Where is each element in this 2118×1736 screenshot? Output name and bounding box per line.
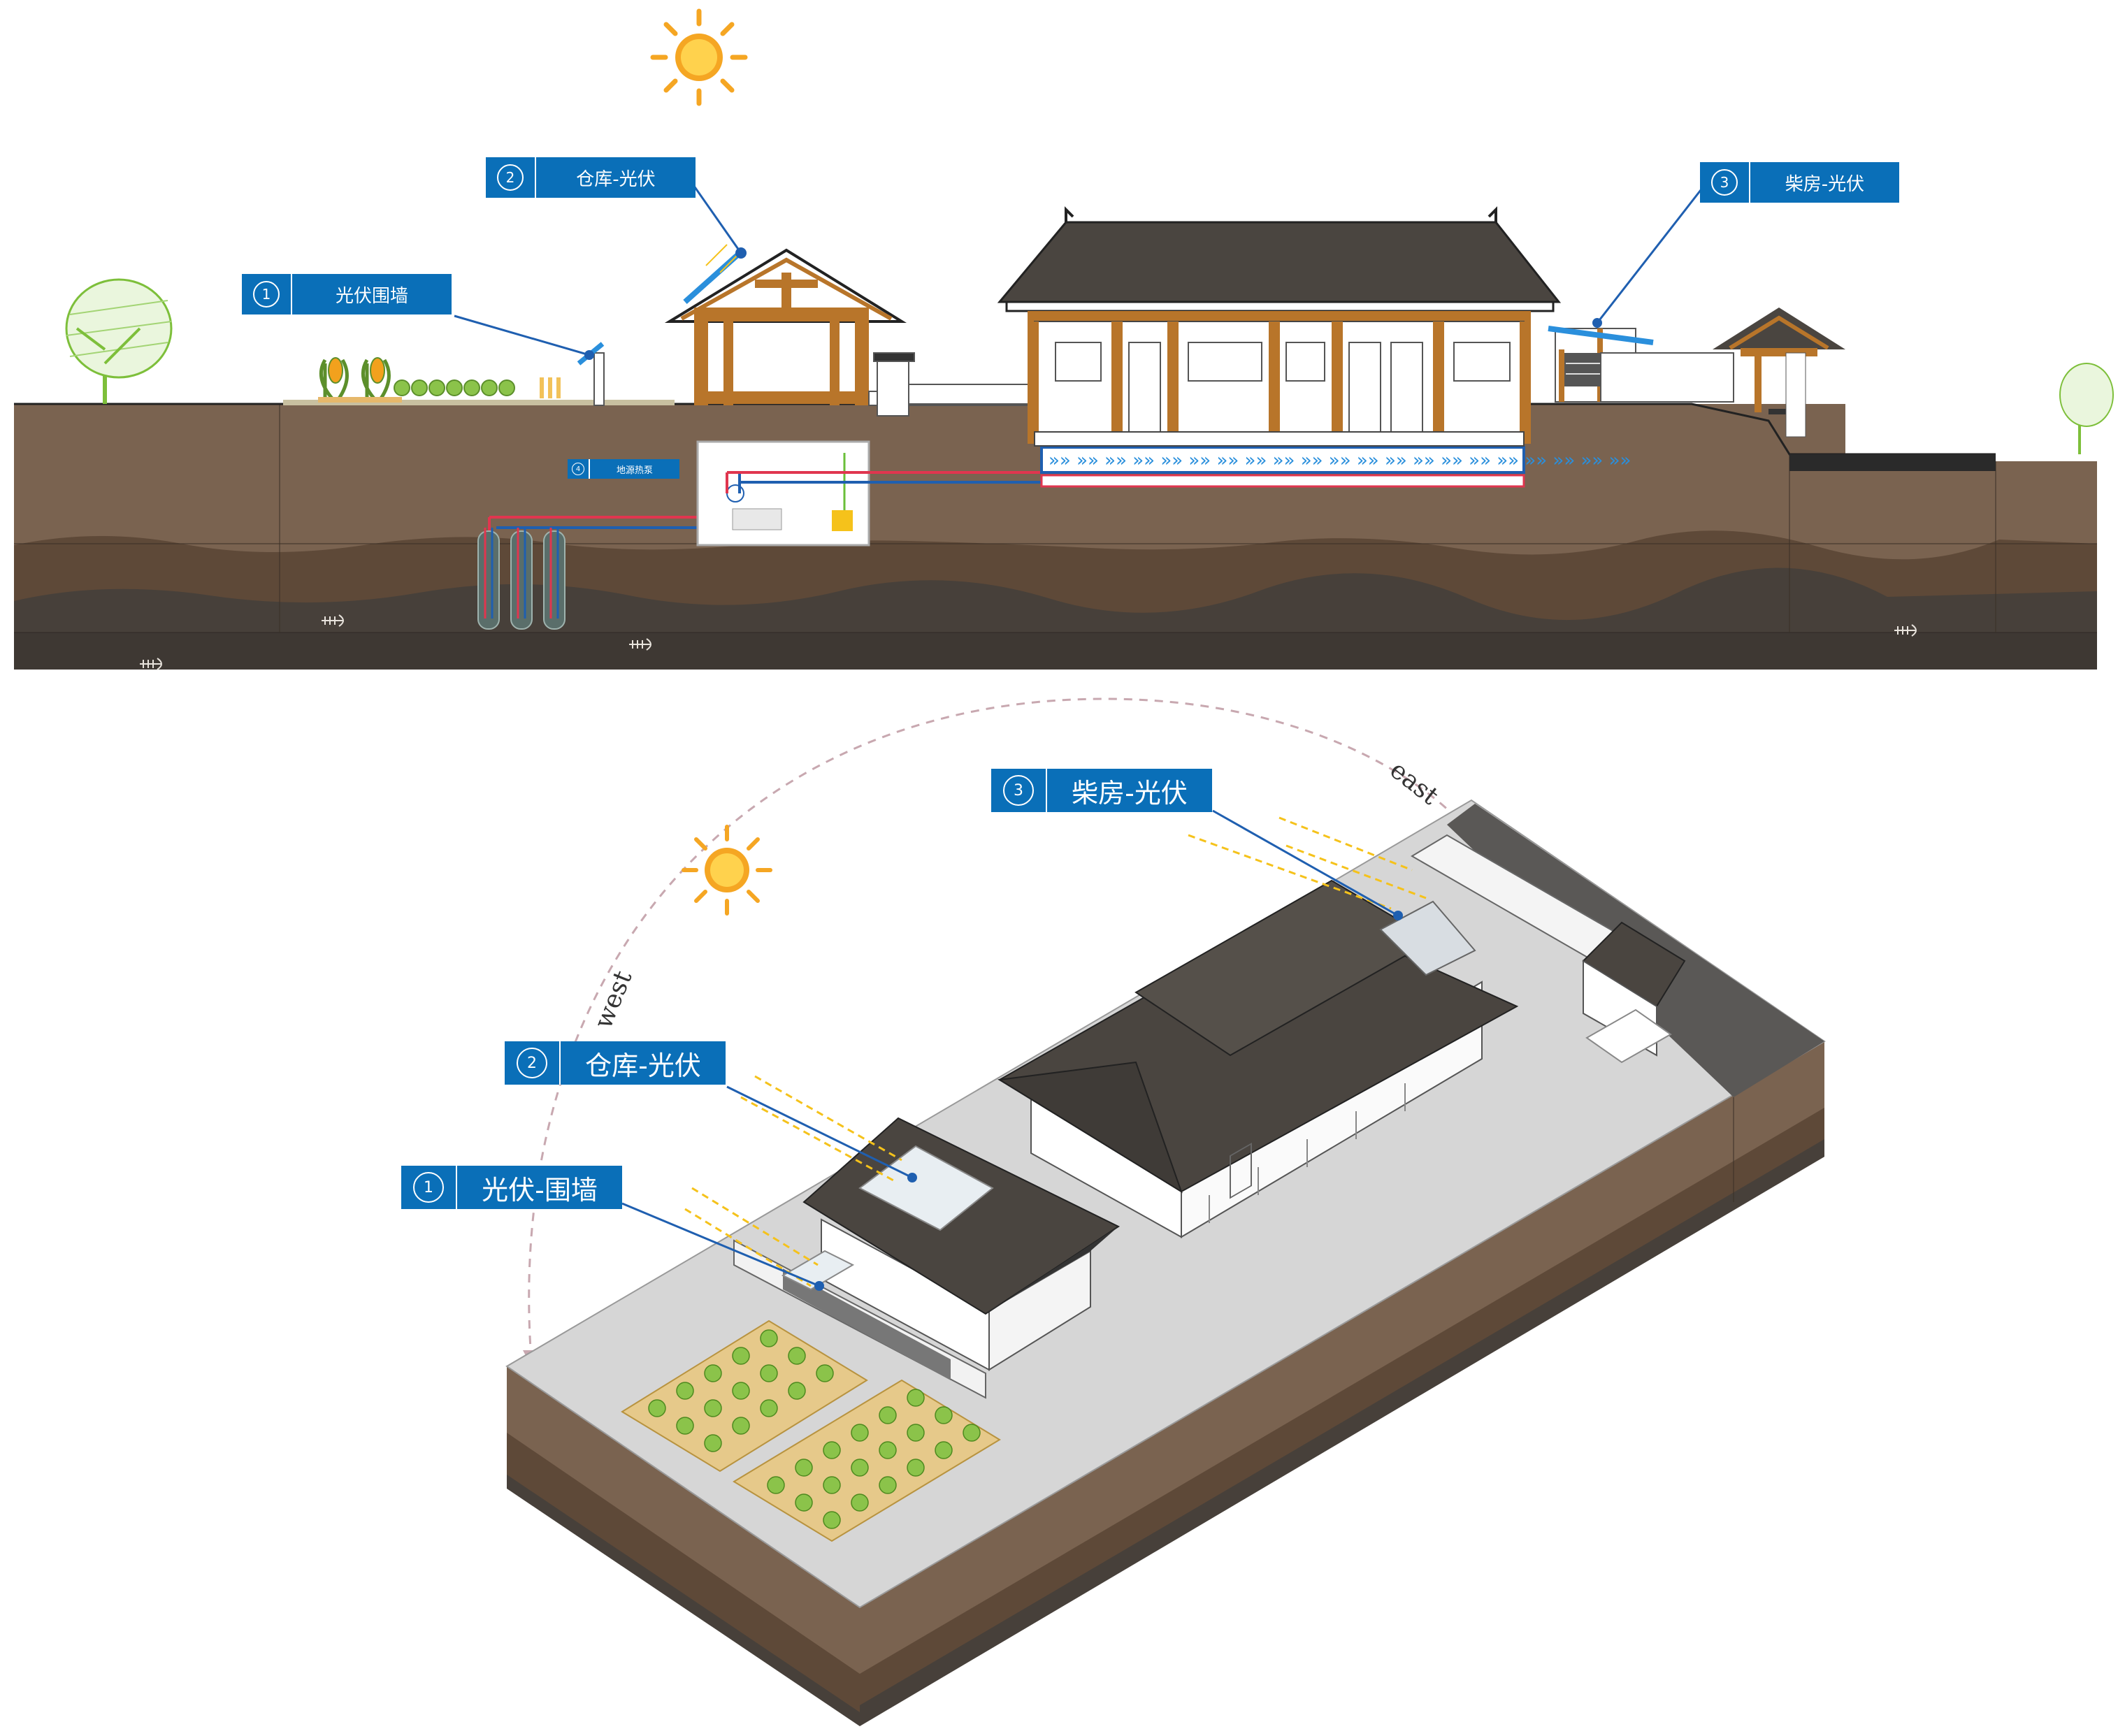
sun-icon xyxy=(682,825,772,916)
courtyard-wall xyxy=(868,352,1042,417)
warehouse-building xyxy=(664,244,907,405)
fossil-icons xyxy=(140,614,1917,670)
callout-warehouse-pv-axo: 2 仓库-光伏 xyxy=(505,1041,726,1085)
callout-warehouse-pv: 2 仓库-光伏 xyxy=(486,157,696,198)
callout-label: 仓库-光伏 xyxy=(585,1050,701,1081)
woodshed-building xyxy=(1548,318,1734,403)
pv-wall xyxy=(577,342,605,406)
woodshed-axo xyxy=(1188,816,1686,1064)
callout-pv-wall: 1 光伏围墙 xyxy=(242,274,452,314)
section-view: »» »» »» »» »» »» »» »» »» »» »» »» »» »… xyxy=(14,8,2114,670)
callout-label: 柴房-光伏 xyxy=(1785,173,1865,195)
tree-icon xyxy=(2059,363,2114,454)
callout-label: 地源热泵 xyxy=(616,465,653,476)
callout-number: 2 xyxy=(517,1048,547,1078)
gate-pavilion xyxy=(1713,308,1845,437)
callout-number: 2 xyxy=(497,164,524,191)
geothermal-wells xyxy=(477,516,713,630)
pump-room xyxy=(696,440,1042,547)
crops xyxy=(318,357,561,403)
floor-heating: »» »» »» »» »» »» »» »» »» »» »» »» »» »… xyxy=(1040,446,1631,488)
callout-ground-source-heat-pump: 4 地源热泵 xyxy=(568,459,679,479)
callout-woodshed-pv-axo: 3 柴房-光伏 xyxy=(991,769,1212,812)
callout-woodshed-pv: 3 柴房-光伏 xyxy=(1700,162,1899,203)
tree-icon xyxy=(65,278,173,404)
callout-number: 4 xyxy=(572,463,584,475)
warehouse-axo xyxy=(684,1075,1121,1399)
callout-number: 1 xyxy=(253,281,280,308)
axonometric-view xyxy=(505,697,1826,1726)
callout-number: 1 xyxy=(413,1172,444,1203)
sun-icon xyxy=(650,8,748,106)
svg-text:»» »» »» »» »» »» »» »» »» »»: »» »» »» »» »» »» »» »» »» »» »» »» »» »… xyxy=(1049,450,1631,471)
callout-label: 光伏-围墙 xyxy=(482,1174,598,1206)
main-hall-axo xyxy=(997,879,1519,1238)
callout-label: 光伏围墙 xyxy=(335,285,408,307)
callout-number: 3 xyxy=(1711,169,1738,196)
callout-label: 仓库-光伏 xyxy=(576,168,656,190)
crop-fields xyxy=(621,1319,1001,1542)
callout-label: 柴房-光伏 xyxy=(1072,777,1188,809)
soil-layers xyxy=(14,404,2097,670)
callout-pv-wall-axo: 1 光伏-围墙 xyxy=(401,1166,622,1209)
callout-number: 3 xyxy=(1003,775,1034,806)
main-hall xyxy=(997,206,1562,447)
